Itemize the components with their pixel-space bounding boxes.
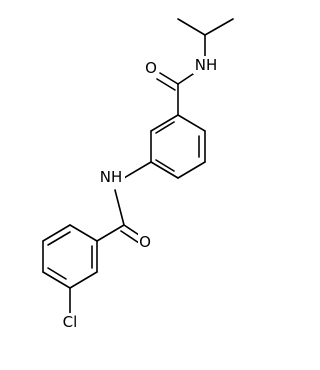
bond-carbonyl-double-bottom-b xyxy=(120,230,140,244)
bond-ring-to-nh-middle xyxy=(123,161,152,179)
bond-ring1-f xyxy=(150,114,179,132)
bond-ring2-inner-b xyxy=(47,267,67,280)
bond-carbonyl-double-top-b xyxy=(156,78,176,91)
atom-oxygen-top-label: O xyxy=(145,59,157,77)
bond-carbonyl-to-ring-bottom xyxy=(96,224,125,242)
bond-ring1-a xyxy=(177,114,206,132)
bond-isopropyl-methyl-right xyxy=(204,18,234,36)
atom-chlorine-label: Cl xyxy=(63,313,78,331)
atom-oxygen-bottom: O xyxy=(138,233,152,251)
bond-ring2-inner-a xyxy=(47,231,71,246)
bond-ring1-inner-b xyxy=(155,159,175,172)
bond-ring2-e xyxy=(69,271,98,289)
atom-oxygen-bottom-label: O xyxy=(139,233,151,251)
chemical-structure-diagram: O NH NH O Cl xyxy=(42,18,234,331)
atom-chlorine: Cl xyxy=(57,313,83,331)
bond-ring2-d xyxy=(42,271,71,289)
bond-carbonyl-double-top-a xyxy=(159,72,179,85)
bond-ring1-c xyxy=(177,161,206,179)
bond-ring2-a xyxy=(69,224,98,242)
bond-ring1-d xyxy=(150,161,179,179)
bond-ring1-inner-c xyxy=(155,121,175,134)
bond-ring2-b xyxy=(42,224,71,242)
bond-nh-middle-to-carbonyl xyxy=(114,189,125,226)
atom-nitrogen-top: NH xyxy=(193,56,220,74)
atom-oxygen-top: O xyxy=(144,59,158,77)
bond-isopropyl-methyl-left xyxy=(177,18,206,36)
atom-nitrogen-middle-label: NH xyxy=(100,168,123,186)
atom-nitrogen-middle: NH xyxy=(98,168,125,186)
atom-nitrogen-top-label: NH xyxy=(195,56,218,74)
